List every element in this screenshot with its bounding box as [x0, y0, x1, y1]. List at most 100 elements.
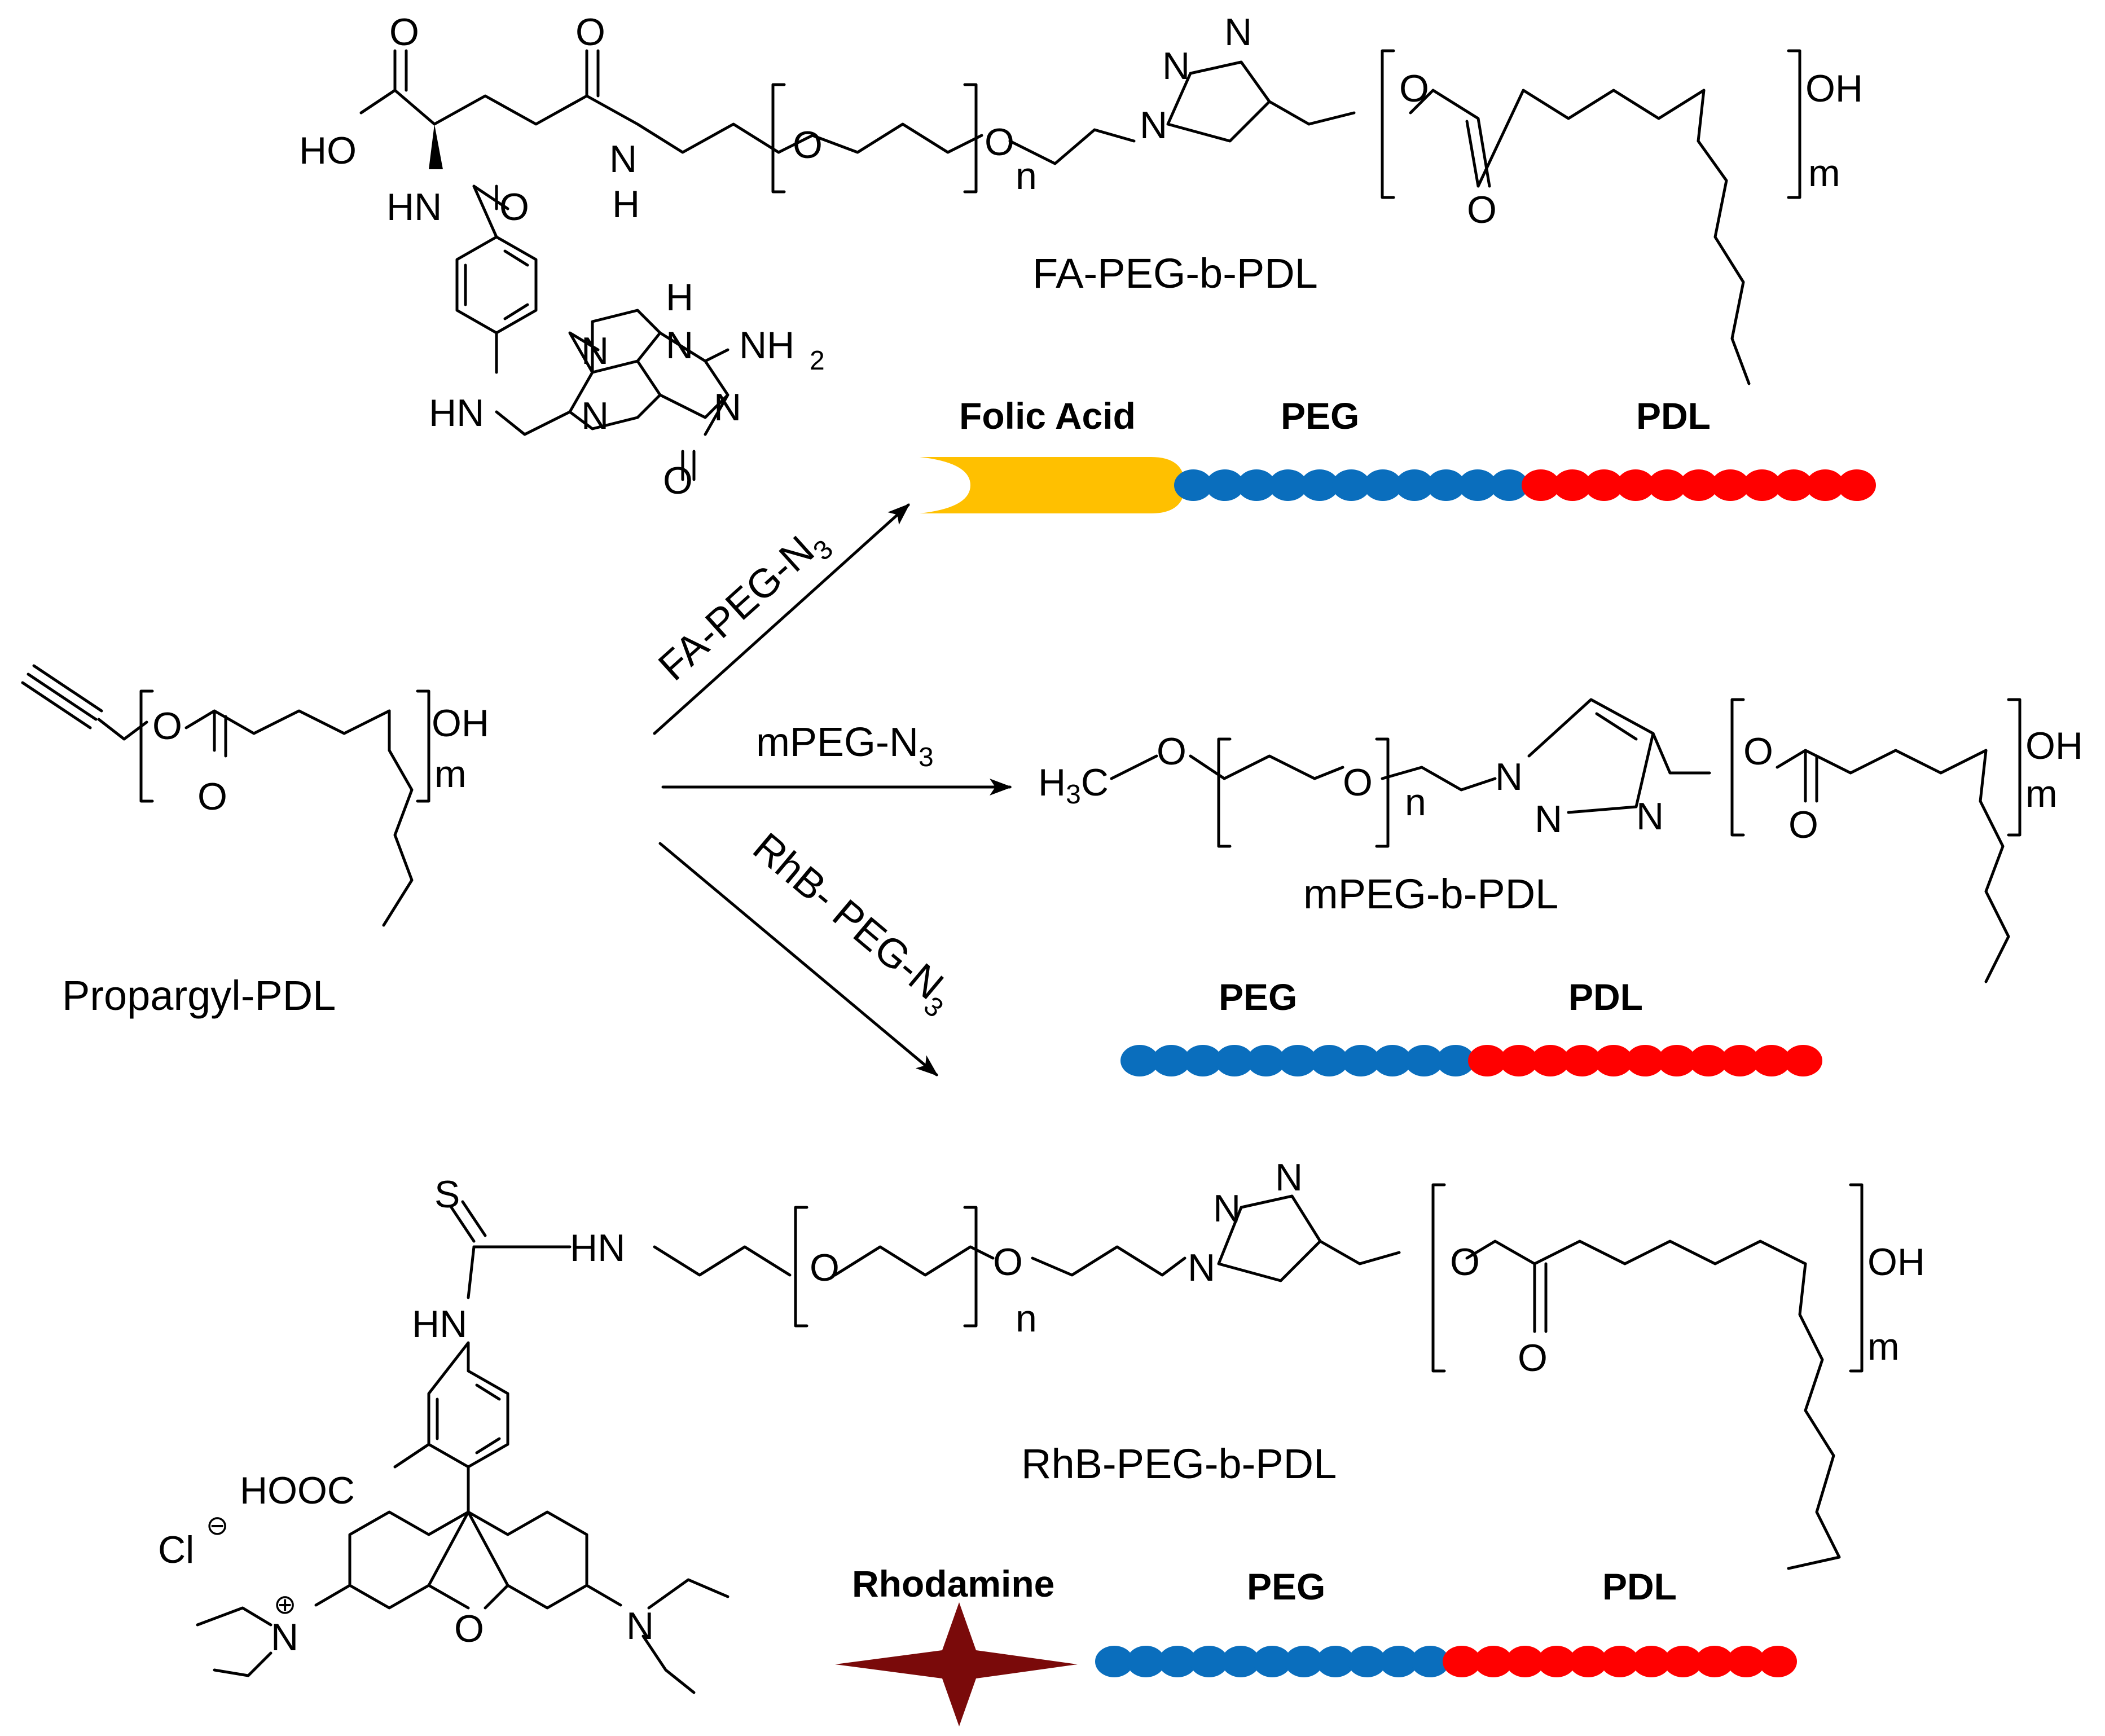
pdl-bead [1711, 469, 1750, 501]
atom-o: O [1788, 803, 1818, 846]
pdl-bead [1752, 1045, 1791, 1076]
atom-cl: Cl [158, 1528, 194, 1571]
atom-o: O [1743, 730, 1773, 773]
caption-fa-peg-b-pdl: FA-PEG-b-PDL [1032, 250, 1318, 297]
peg-bead [1237, 469, 1276, 501]
peg-bead [1190, 1646, 1228, 1677]
label-m: m [1867, 1325, 1900, 1368]
peg-bead [1342, 1045, 1380, 1076]
peg-bead [1215, 1045, 1254, 1076]
atom-o: O [389, 11, 419, 54]
label-m: m [1808, 152, 1840, 195]
peg-bead [1127, 1646, 1165, 1677]
atom-n: N [1275, 1156, 1303, 1199]
pdl-bead [1838, 469, 1876, 501]
atom-nh2: NH [739, 324, 794, 367]
pdl-bead [1626, 1045, 1664, 1076]
caption-mpeg-b-pdl: mPEG-b-PDL [1303, 871, 1558, 917]
pdl-bead [1531, 1045, 1570, 1076]
peg-bead [1310, 1045, 1348, 1076]
pdl-bead [1774, 469, 1813, 501]
pdl-bead [1569, 1646, 1607, 1677]
rhodamine-star-shape [835, 1602, 1078, 1726]
cation-charge: ⊕ [274, 1590, 296, 1620]
atom-o: O [663, 459, 693, 502]
atom-n: N [581, 329, 609, 372]
pdl-bead [1443, 1646, 1481, 1677]
peg-bead [1285, 1646, 1323, 1677]
atom-o: O [1399, 67, 1429, 110]
pdl-bead [1648, 469, 1686, 501]
reagent-mpeg-n3: mPEG-N3 [756, 720, 934, 772]
atom-n: N [666, 324, 693, 367]
reaction-arrows: FA-PEG-N3 mPEG-N3 RhB- PEG-N3 [650, 503, 1012, 1076]
cartoon-label-pdl: PDL [1602, 1566, 1677, 1607]
pdl-bead [1553, 469, 1592, 501]
atom-n: N [714, 386, 741, 429]
pdl-bead [1759, 1646, 1797, 1677]
atom-n: N [609, 138, 637, 181]
pdl-bead [1474, 1646, 1513, 1677]
atom-n: N [1188, 1246, 1215, 1289]
peg-bead [1427, 469, 1465, 501]
caption-rhb-peg-b-pdl: RhB-PEG-b-PDL [1021, 1440, 1337, 1487]
atom-n: N [1140, 104, 1167, 147]
mpeg-cartoon: PEG PDL [1120, 976, 1822, 1076]
peg-bead [1405, 1045, 1443, 1076]
mpeg-b-pdl-structure: H3C O O n N N N O O OH m mPEG-b-PDL [1038, 698, 2083, 983]
fa-peg-b-pdl-structure: O HO O HN O N H HN N N H N NH 2 N O O O … [299, 11, 1863, 502]
peg-bead [1269, 469, 1307, 501]
rhb-peg-b-pdl-structure: S HN HN O O n N N N O O OH m HOOC Cl ⊖ N… [158, 1156, 1925, 1694]
bead-chain [1095, 1646, 1797, 1677]
cartoon-label-peg: PEG [1247, 1566, 1325, 1607]
pdl-bead [1664, 1646, 1702, 1677]
atom-o: O [793, 124, 823, 166]
peg-bead [1379, 1646, 1418, 1677]
atom-oh: OH [1867, 1241, 1925, 1284]
atom-o: O [454, 1607, 484, 1650]
peg-bead [1184, 1045, 1222, 1076]
cartoon-label-folic-acid: Folic Acid [959, 395, 1136, 437]
atom-o: O [197, 775, 227, 818]
peg-bead [1174, 469, 1212, 501]
peg-bead [1316, 1646, 1355, 1677]
pdl-bead [1594, 1045, 1633, 1076]
pdl-bead [1522, 469, 1560, 501]
atom-o: O [810, 1246, 840, 1289]
cartoon-label-pdl: PDL [1636, 395, 1711, 437]
label-n: n [1016, 155, 1037, 197]
atom-o: O [985, 121, 1014, 164]
peg-bead [1152, 1045, 1190, 1076]
peg-bead [1300, 469, 1339, 501]
peg-bead [1373, 1045, 1412, 1076]
atom-o: O [499, 186, 529, 228]
pdl-bead [1468, 1045, 1506, 1076]
label-m: m [2025, 772, 2058, 815]
pdl-bead [1563, 1045, 1601, 1076]
atom-n: N [1213, 1187, 1241, 1230]
cartoon-label-peg: PEG [1281, 395, 1359, 437]
atom-o: O [152, 705, 182, 748]
anion-charge: ⊖ [206, 1511, 228, 1541]
atom-n: N [1224, 11, 1252, 54]
pdl-bead [1601, 1646, 1639, 1677]
pdl-bead [1680, 469, 1718, 501]
peg-bead [1206, 469, 1244, 501]
caption-propargyl-pdl: Propargyl-PDL [62, 972, 336, 1019]
pdl-bead [1727, 1646, 1765, 1677]
pdl-bead [1806, 469, 1844, 501]
reagent-rhb-peg-n3: RhB- PEG-N3 [740, 824, 963, 1023]
atom-o: O [1343, 761, 1373, 804]
atom-n: N [271, 1616, 298, 1659]
peg-bead [1458, 469, 1497, 501]
label-n: n [1016, 1297, 1037, 1340]
atom-hn: HN [386, 186, 442, 228]
atom-hn: HN [412, 1303, 467, 1346]
peg-bead [1120, 1045, 1159, 1076]
peg-bead [1395, 469, 1434, 501]
atom-o: O [1157, 730, 1186, 773]
peg-bead [1253, 1646, 1291, 1677]
pdl-bead [1689, 1045, 1728, 1076]
atom-n: N [1535, 798, 1562, 841]
pdl-bead [1616, 469, 1655, 501]
